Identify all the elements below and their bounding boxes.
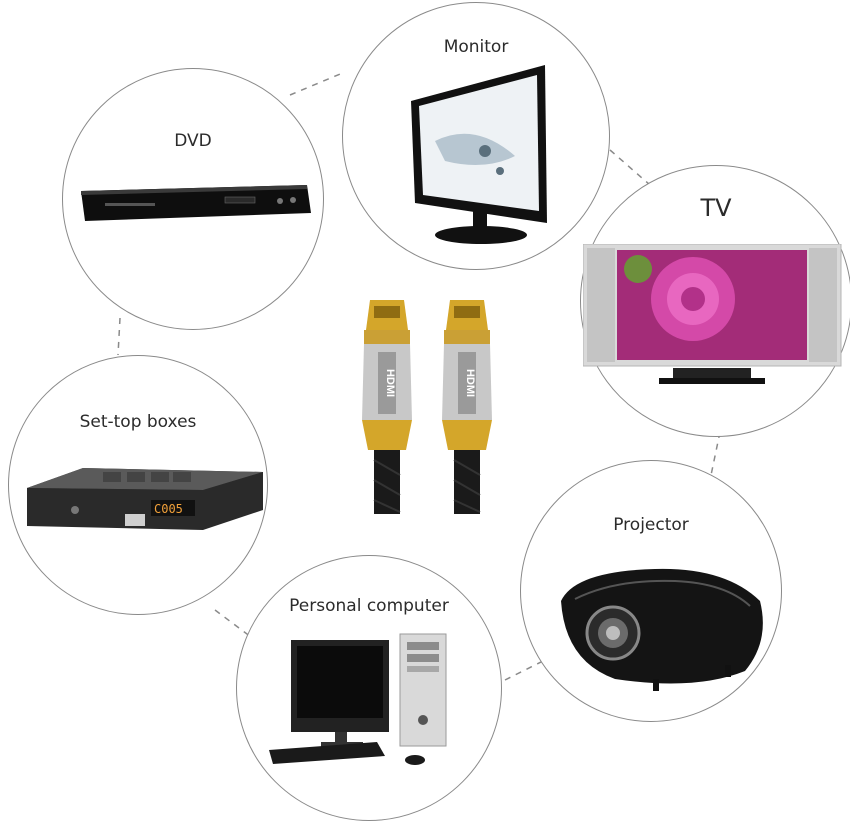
stb-display-text: C005 (154, 502, 183, 516)
settop-circle: Set-top boxes C005 (8, 355, 268, 615)
dvd-label: DVD (174, 131, 212, 151)
settop-label: Set-top boxes (79, 412, 197, 432)
hdmi-text-right: HDMI (464, 369, 476, 397)
hdmi-connector-left: HDMI (362, 300, 412, 514)
monitor-circle: Monitor (342, 2, 610, 270)
set-top-box-icon: C005 (27, 468, 263, 530)
pc-label: Personal computer (289, 596, 449, 616)
pc-circle: Personal computer (236, 555, 502, 821)
desktop-computer-icon (269, 633, 447, 765)
hdmi-text-left: HDMI (384, 369, 396, 397)
tv-label: TV (700, 194, 732, 222)
dvd-circle: DVD (62, 68, 324, 330)
tv-circle: TV (580, 165, 850, 437)
tv-icon (583, 244, 842, 384)
hdmi-cable-icon: HDMI HDMI (362, 300, 492, 514)
dvd-player-icon (81, 185, 311, 221)
projector-circle: Projector (520, 460, 782, 722)
hdmi-connector-right: HDMI (442, 300, 492, 514)
monitor-label: Monitor (443, 37, 509, 57)
projector-label: Projector (613, 515, 689, 535)
projector-icon (561, 568, 763, 691)
monitor-icon (411, 65, 547, 244)
